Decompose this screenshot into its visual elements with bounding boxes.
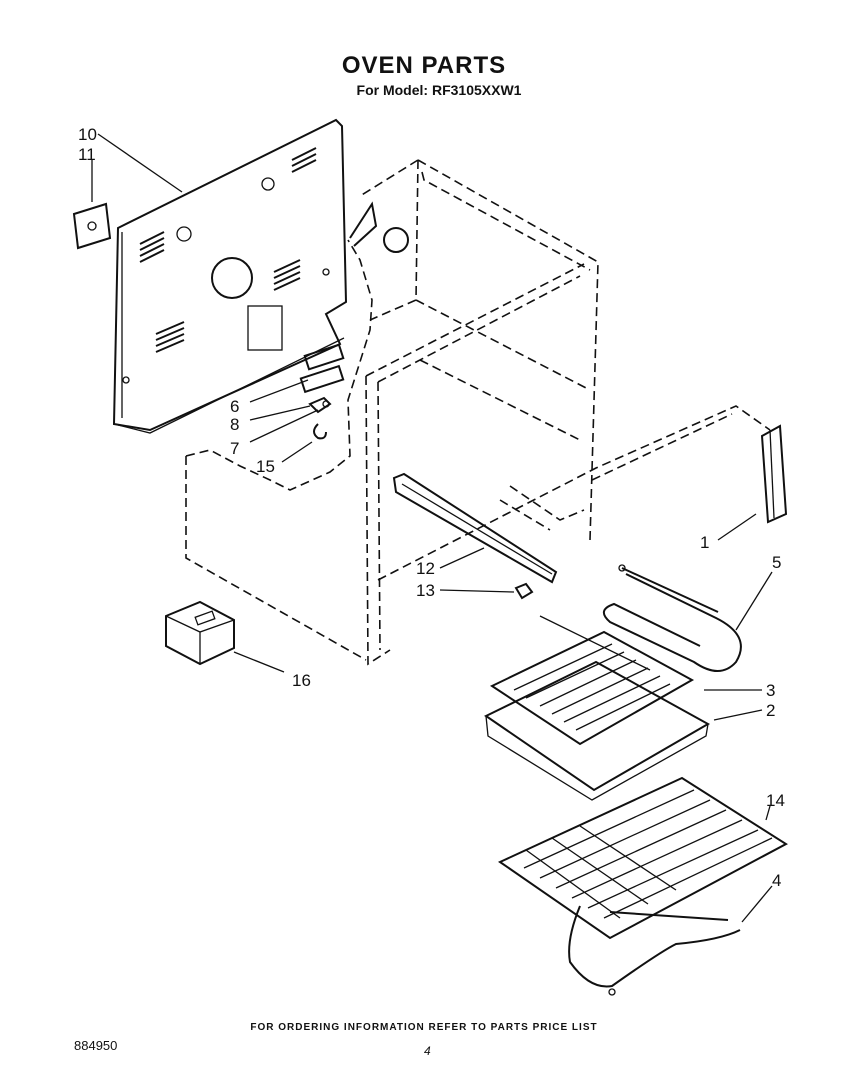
page-number: 4 <box>424 1044 431 1058</box>
broil-element-part-4[interactable] <box>568 905 741 996</box>
broiler-pan-part-2[interactable] <box>484 660 711 801</box>
terminal-block-part-6[interactable] <box>299 343 345 394</box>
screw-part-7[interactable] <box>322 400 330 408</box>
callout-3: 3 <box>766 681 775 700</box>
callout-11: 11 <box>78 145 96 164</box>
callout-4: 4 <box>772 871 781 890</box>
ordering-footer: FOR ORDERING INFORMATION REFER TO PARTS … <box>250 1022 598 1033</box>
oven-rack-part-14[interactable] <box>497 776 788 940</box>
bake-element-part-5[interactable] <box>603 564 742 672</box>
cover-plate-part-11[interactable] <box>72 202 112 250</box>
broiler-grid-part-3[interactable] <box>489 615 695 746</box>
page-title: OVEN PARTS <box>341 52 507 79</box>
callout-16: 16 <box>292 671 311 690</box>
callout-12: 12 <box>416 559 435 578</box>
callout-13: 13 <box>416 581 435 600</box>
callout-1: 1 <box>700 533 709 552</box>
callout-6: 6 <box>230 397 239 416</box>
bracket-part-13[interactable] <box>514 582 534 600</box>
callout-15: 15 <box>256 457 275 476</box>
front-rail-part-12[interactable] <box>392 472 558 584</box>
callout-5: 5 <box>772 553 781 572</box>
oven-cavity <box>185 159 771 666</box>
document-number: 884950 <box>74 1038 118 1053</box>
callout-2: 2 <box>766 701 775 720</box>
control-box-part-16[interactable] <box>165 600 235 666</box>
callout-14: 14 <box>766 791 785 810</box>
leader-lines <box>91 133 773 923</box>
callout-8: 8 <box>230 415 239 434</box>
rear-panel-part-10[interactable] <box>112 118 348 434</box>
callout-labels: 10 11 6 8 7 15 1 5 12 13 3 2 16 14 4 <box>78 125 785 890</box>
wire-clip-part-15[interactable] <box>313 423 327 440</box>
clip-part-8[interactable] <box>308 396 332 414</box>
model-subtitle: For Model: RF3105XXW1 <box>356 82 522 98</box>
side-trim-part-1[interactable] <box>760 424 788 524</box>
callout-10: 10 <box>78 125 97 144</box>
callout-7: 7 <box>230 439 239 458</box>
